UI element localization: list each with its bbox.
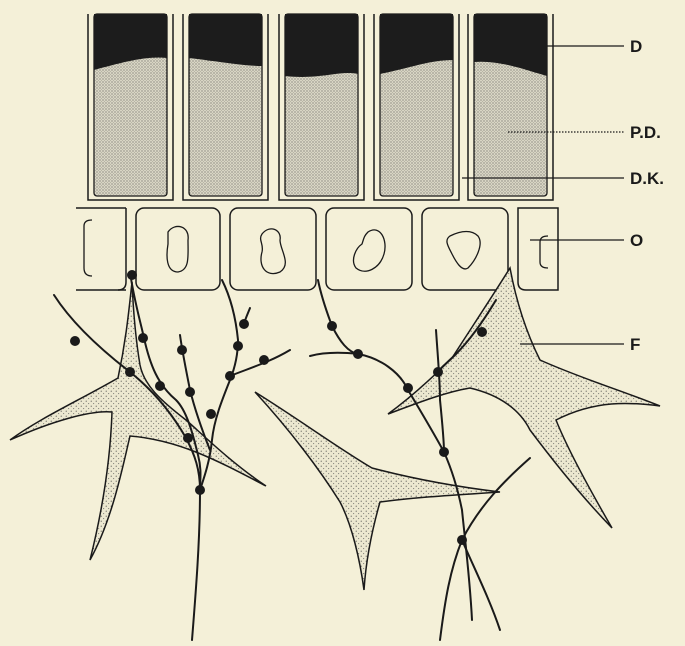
- column-group: [88, 14, 553, 200]
- nerve-bulb: [206, 409, 216, 419]
- nerve-fiber-9: [462, 540, 500, 630]
- nerve-bulb: [70, 336, 80, 346]
- nucleus-1: [167, 226, 188, 272]
- label-dk: D.K.: [630, 169, 664, 188]
- nerve-bulb: [127, 270, 137, 280]
- nerve-bulb: [477, 327, 487, 337]
- nerve-bulb: [155, 381, 165, 391]
- nerve-bulb: [457, 535, 467, 545]
- cell-1: [136, 208, 220, 290]
- nerve-bulb: [239, 319, 249, 329]
- fibroblast-group: [10, 268, 660, 590]
- nerve-branch-5a: [310, 353, 358, 356]
- nucleus-5: [540, 236, 548, 268]
- nucleus-0: [84, 220, 92, 276]
- nerve-bulb: [195, 485, 205, 495]
- column-5: [468, 14, 553, 200]
- column-1: [88, 14, 173, 200]
- cell-row: [76, 208, 558, 290]
- cell-3: [326, 208, 412, 290]
- label-f: F: [630, 335, 640, 354]
- cell-2: [230, 208, 316, 290]
- label-o: O: [630, 231, 643, 250]
- cell-5: [518, 208, 558, 290]
- fibroblast-center: [255, 392, 500, 590]
- label-pd: P.D.: [630, 123, 661, 142]
- dark-layer-3: [285, 14, 358, 77]
- nerve-bulb: [259, 355, 269, 365]
- column-4: [374, 14, 459, 200]
- fibroblast-left: [10, 282, 266, 560]
- cell-4: [422, 208, 508, 290]
- nerve-bulb: [439, 447, 449, 457]
- dark-layer-2: [189, 14, 262, 66]
- nerve-bulb: [177, 345, 187, 355]
- nucleus-4: [447, 232, 480, 269]
- nerve-bulb: [185, 387, 195, 397]
- nerve-bulb: [403, 383, 413, 393]
- nerve-bulb: [138, 333, 148, 343]
- nucleus-3: [354, 230, 386, 271]
- nerve-bulb: [183, 433, 193, 443]
- label-d: D: [630, 37, 642, 56]
- nerve-bulb: [125, 367, 135, 377]
- nerve-bulb: [327, 321, 337, 331]
- nerve-bulb: [433, 367, 443, 377]
- column-2: [183, 14, 268, 200]
- nerve-bulb: [225, 371, 235, 381]
- nerve-bulb: [353, 349, 363, 359]
- column-3: [279, 14, 364, 200]
- nerve-bulb: [233, 341, 243, 351]
- nucleus-2: [261, 229, 286, 274]
